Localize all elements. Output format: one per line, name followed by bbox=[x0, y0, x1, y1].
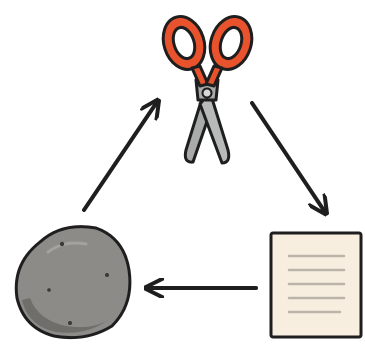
scissors-icon bbox=[157, 11, 259, 163]
scissors-handles bbox=[157, 11, 259, 86]
scissors-pivot bbox=[203, 89, 212, 98]
paper-icon bbox=[271, 233, 361, 337]
arrow-rock-to-scissors bbox=[84, 102, 157, 210]
rock-icon bbox=[16, 227, 130, 338]
arrow-scissors-to-paper bbox=[252, 103, 325, 212]
